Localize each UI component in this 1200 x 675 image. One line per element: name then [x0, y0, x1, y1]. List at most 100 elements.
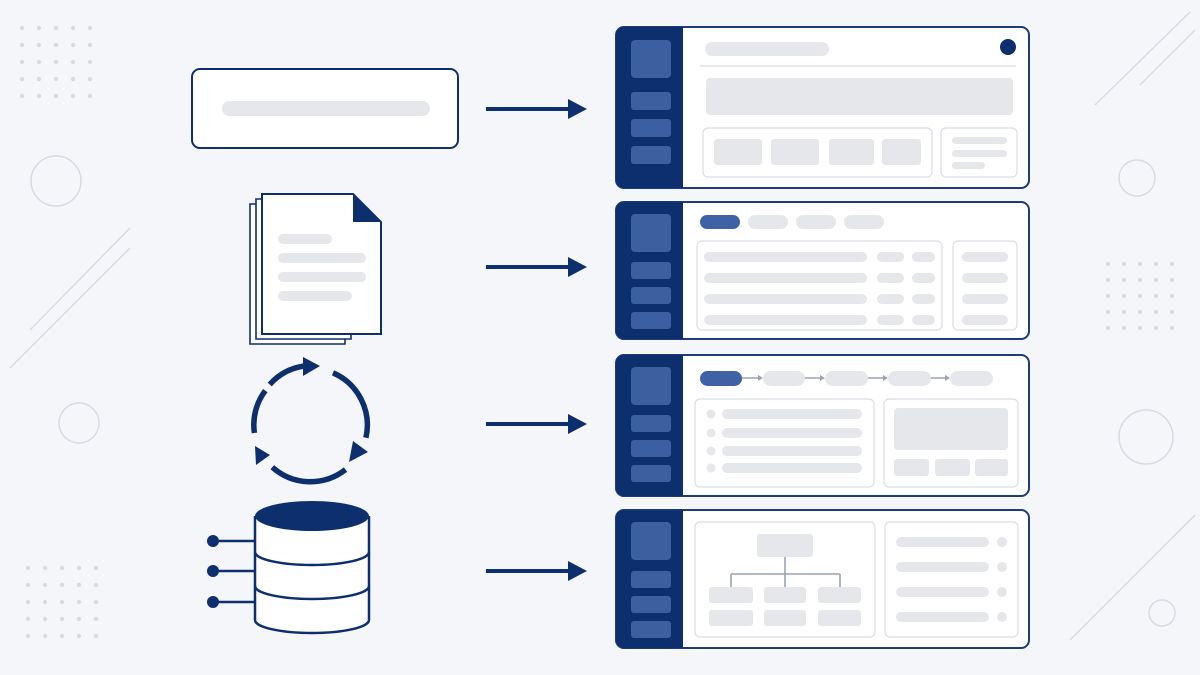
decor-dot	[19, 93, 25, 99]
tab	[748, 215, 788, 229]
dashboard-window	[615, 26, 1030, 189]
stat-card	[771, 139, 819, 165]
decor-dot	[1105, 325, 1111, 331]
preview-button	[975, 459, 1008, 476]
decor-dot	[1169, 293, 1175, 299]
decor-dot	[70, 42, 76, 48]
document-line-3	[278, 272, 366, 282]
sidebar-nav-item	[631, 312, 671, 329]
workflow-connector-arrowhead	[758, 375, 763, 381]
sidebar-logo-block	[631, 367, 671, 405]
sidebar-nav-item	[631, 119, 671, 137]
decor-circle-right-1	[1118, 159, 1156, 197]
decor-dot	[70, 93, 76, 99]
decor-dot	[70, 59, 76, 65]
database-node-2	[207, 565, 219, 577]
dot-grid-top-left	[19, 25, 93, 99]
list-line	[896, 612, 989, 622]
workflow-step	[825, 371, 868, 386]
list-line	[896, 587, 989, 597]
list-line	[896, 537, 989, 547]
list-dot	[997, 612, 1007, 622]
decor-dot	[25, 633, 31, 639]
side-panel-line	[962, 294, 1008, 304]
org-child-node	[764, 587, 806, 603]
stat-card	[882, 139, 921, 165]
decor-dot	[19, 25, 25, 31]
decor-dot	[1153, 277, 1159, 283]
decor-dot	[1169, 261, 1175, 267]
workflow-steps	[700, 371, 993, 386]
decor-dot	[42, 565, 48, 571]
decor-circle-right-2	[1118, 409, 1174, 465]
tab-active	[700, 215, 740, 229]
decor-line-2	[9, 247, 131, 369]
table-cell	[877, 273, 904, 283]
decor-circle-left-1	[30, 155, 82, 207]
decor-dot	[36, 59, 42, 65]
list-line	[896, 562, 989, 572]
decor-dot	[1169, 325, 1175, 331]
decor-dot	[93, 582, 99, 588]
decor-dot	[1153, 325, 1159, 331]
list-dot	[997, 537, 1007, 547]
decor-line-1	[29, 227, 131, 331]
checklist-line	[722, 463, 862, 473]
stat-card	[714, 139, 762, 165]
side-panel-line	[952, 137, 1007, 144]
decor-line-3	[1094, 11, 1191, 106]
sidebar-nav-item	[631, 621, 671, 638]
decor-dot	[36, 42, 42, 48]
document-stack-icon	[249, 193, 382, 345]
decor-dot	[19, 76, 25, 82]
decor-dot	[1105, 277, 1111, 283]
stat-card	[829, 139, 874, 165]
table-cell	[912, 273, 935, 283]
sidebar-nav-item	[631, 262, 671, 279]
checklist-line	[722, 428, 862, 438]
decor-dot	[59, 616, 65, 622]
database-node-3	[207, 596, 219, 608]
side-panel-line	[952, 150, 1007, 157]
arrow-icon-3	[486, 414, 587, 434]
database-ring-1	[253, 551, 371, 567]
decor-dot	[42, 616, 48, 622]
cycle-arrowhead-right	[349, 441, 368, 462]
decor-dot	[25, 599, 31, 605]
decor-dot	[1169, 309, 1175, 315]
decor-dot	[36, 76, 42, 82]
decor-dot	[87, 42, 93, 48]
decor-dot	[1137, 277, 1143, 283]
decor-dot	[70, 76, 76, 82]
table-cell	[877, 294, 904, 304]
decor-dot	[87, 93, 93, 99]
decor-dot	[93, 616, 99, 622]
avatar	[1000, 39, 1016, 55]
sidebar-nav-item	[631, 465, 671, 482]
decor-dot	[1105, 309, 1111, 315]
refresh-cycle-icon	[251, 357, 371, 485]
workflow-connector-arrowhead	[883, 375, 888, 381]
decor-dot	[1153, 293, 1159, 299]
decor-dot	[53, 25, 59, 31]
decor-dot	[36, 25, 42, 31]
checklist	[706, 409, 862, 473]
database-top	[255, 501, 369, 531]
side-panel-frame	[952, 240, 1018, 331]
decor-dot	[1121, 325, 1127, 331]
tab	[796, 215, 836, 229]
dot-grid-right	[1105, 261, 1175, 331]
sidebar-nav-item	[631, 415, 671, 432]
workflow-step	[763, 371, 805, 386]
preview-image-placeholder	[894, 408, 1008, 450]
table-cell-wide	[704, 315, 867, 325]
workflow-window	[615, 354, 1030, 497]
table-cell	[877, 315, 904, 325]
decor-dot	[59, 599, 65, 605]
decor-dot	[76, 616, 82, 622]
decor-dot	[25, 565, 31, 571]
decor-dot	[93, 565, 99, 571]
arrow-icon-1	[486, 99, 587, 119]
checklist-line	[722, 409, 862, 419]
decor-dot	[70, 25, 76, 31]
